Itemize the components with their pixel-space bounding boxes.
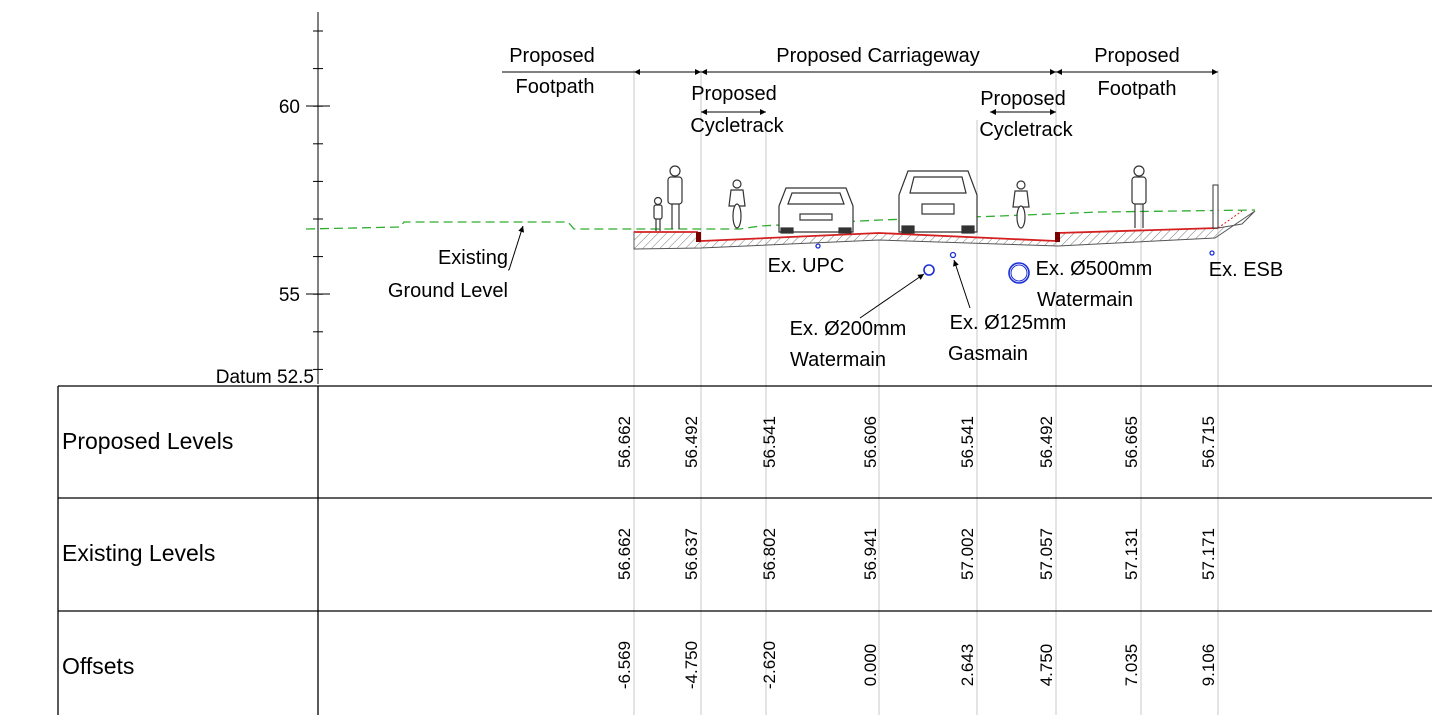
axis-label-55: 55 bbox=[279, 285, 300, 306]
offset-value-5: 2.643 bbox=[958, 644, 977, 687]
cyclist-left-icon bbox=[728, 179, 746, 229]
watermain-200-label-line2: Watermain bbox=[790, 349, 886, 371]
existing-level-value-6: 57.057 bbox=[1037, 528, 1056, 580]
cycletrack-right-label-line2: Cycletrack bbox=[979, 119, 1073, 141]
row-label-offsets: Offsets bbox=[62, 653, 134, 679]
section-dimension-lines bbox=[502, 69, 1218, 115]
footpath-left-label-line1: Proposed bbox=[509, 45, 595, 67]
pedestrian-right-icon bbox=[1131, 165, 1147, 228]
esb-duct-marker bbox=[1209, 250, 1215, 256]
watermain-500-label-line1: Ex. Ø500mm bbox=[1036, 258, 1153, 280]
gasmain-125-label-line1: Ex. Ø125mm bbox=[950, 312, 1067, 334]
car-left-icon bbox=[778, 187, 854, 234]
carriageway-label: Proposed Carriageway bbox=[776, 45, 979, 67]
existing-level-value-4: 56.941 bbox=[861, 528, 880, 580]
chainage-guide-lines bbox=[633, 70, 1219, 715]
upc-duct-marker bbox=[815, 243, 821, 249]
watermain-500-label-line2: Watermain bbox=[1037, 289, 1133, 311]
existing-level-value-5: 57.002 bbox=[958, 528, 977, 580]
esb-label: Ex. ESB bbox=[1209, 259, 1283, 281]
offset-value-2: -4.750 bbox=[682, 641, 701, 689]
cycletrack-right-label-line1: Proposed bbox=[980, 88, 1066, 110]
offset-value-8: 9.106 bbox=[1199, 644, 1218, 687]
existing-level-value-7: 57.131 bbox=[1122, 528, 1141, 580]
existing-level-value-2: 56.637 bbox=[682, 528, 701, 580]
proposed-level-value-3: 56.541 bbox=[760, 416, 779, 468]
offset-value-1: -6.569 bbox=[615, 641, 634, 689]
proposed-level-value-5: 56.541 bbox=[958, 416, 977, 468]
cycletrack-left-label-line2: Cycletrack bbox=[690, 115, 784, 137]
watermain-200-marker bbox=[923, 264, 935, 276]
footpath-left-label-line2: Footpath bbox=[516, 76, 595, 98]
watermain-200-label-line1: Ex. Ø200mm bbox=[790, 318, 907, 340]
offset-value-4: 0.000 bbox=[861, 644, 880, 687]
proposed-level-value-2: 56.492 bbox=[682, 416, 701, 468]
offset-value-6: 4.750 bbox=[1037, 644, 1056, 687]
level-axis: 60 55 Datum 52.5 bbox=[216, 12, 330, 388]
upc-label: Ex. UPC bbox=[768, 255, 845, 277]
watermain-500-marker-inner bbox=[1010, 264, 1028, 282]
existing-level-value-1: 56.662 bbox=[615, 528, 634, 580]
existing-level-value-8: 57.171 bbox=[1199, 528, 1218, 580]
existing-ground-label-line2: Ground Level bbox=[388, 280, 508, 302]
proposed-level-value-6: 56.492 bbox=[1037, 416, 1056, 468]
offset-value-3: -2.620 bbox=[760, 641, 779, 689]
proposed-level-value-8: 56.715 bbox=[1199, 416, 1218, 468]
existing-level-value-3: 56.802 bbox=[760, 528, 779, 580]
car-right-icon bbox=[898, 170, 978, 234]
datum-label: Datum 52.5 bbox=[216, 367, 314, 388]
existing-services bbox=[815, 243, 1215, 284]
row-label-proposed-levels: Proposed Levels bbox=[62, 428, 233, 454]
watermain-500-marker bbox=[1008, 262, 1030, 284]
proposed-level-value-4: 56.606 bbox=[861, 416, 880, 468]
annotations: Existing Ground Level Ex. UPC Ex. Ø200mm… bbox=[388, 225, 1283, 371]
cycletrack-left-label-line1: Proposed bbox=[691, 83, 777, 105]
gasmain-125-label-line2: Gasmain bbox=[948, 343, 1028, 365]
existing-ground-label-line1: Existing bbox=[438, 247, 508, 269]
axis-label-60: 60 bbox=[279, 97, 300, 118]
gasmain-125-marker bbox=[949, 251, 957, 259]
existing-ground-line bbox=[305, 209, 1256, 230]
cyclist-right-icon bbox=[1012, 180, 1030, 229]
proposed-road-section bbox=[633, 184, 1256, 250]
levels-table: Proposed Levels Existing Levels Offsets … bbox=[57, 385, 1432, 715]
footpath-right-label-line2: Footpath bbox=[1098, 78, 1177, 100]
section-labels: Proposed Footpath Proposed Carriageway P… bbox=[509, 45, 1180, 141]
proposed-level-value-1: 56.662 bbox=[615, 416, 634, 468]
offset-value-7: 7.035 bbox=[1122, 644, 1141, 687]
pedestrians-left-icon bbox=[653, 165, 683, 231]
row-label-existing-levels: Existing Levels bbox=[62, 540, 215, 566]
proposed-level-value-7: 56.665 bbox=[1122, 416, 1141, 468]
footpath-right-label-line1: Proposed bbox=[1094, 45, 1180, 67]
